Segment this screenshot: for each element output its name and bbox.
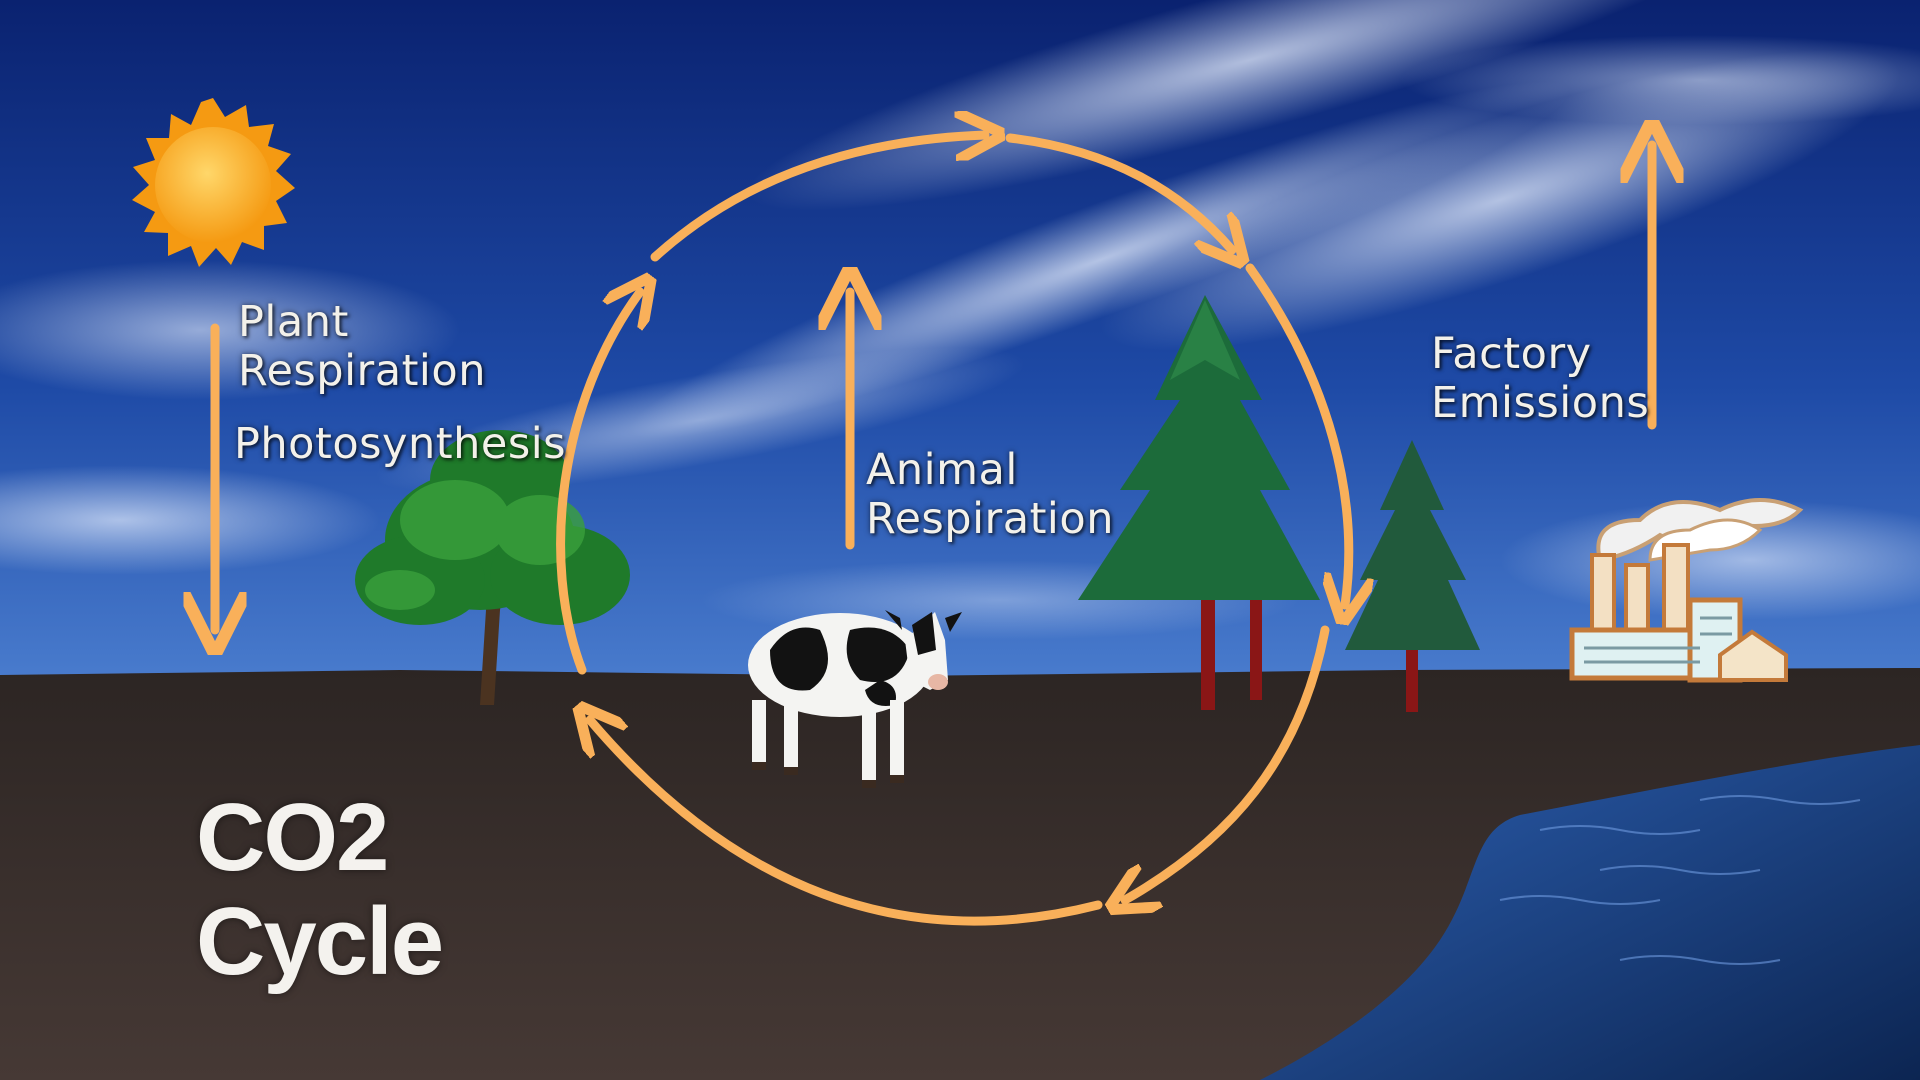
factory-icon [1569,498,1804,683]
animal-respiration-line1: Animal [866,445,1018,495]
photosynthesis-label: Photosynthesis [234,419,567,469]
process-arrows [215,145,1652,630]
cycle-arrow-bottom-right [1125,625,1330,900]
diagram-title: CO2 Cycle [196,784,444,995]
factory-emissions-line1: Factory [1431,329,1592,379]
animal-respiration-line2: Respiration [866,494,1114,544]
title-line2: Cycle [196,888,444,995]
factory-emissions-label: Factory Emissions [1431,330,1649,428]
cycle-arrow-top-left [650,135,985,262]
plant-respiration-label: Plant Respiration [238,298,486,396]
water-ripples [1499,795,1861,965]
sun-icon [132,98,295,267]
cycle-arrow-bottom-left [590,720,1103,926]
cow-icon [748,610,962,788]
pine-tree-icon [1078,295,1320,710]
cycle-arrows [556,133,1349,926]
cycle-arrow-top-right [1005,133,1232,250]
deciduous-tree-icon [355,430,630,705]
cycle-arrow-left [556,292,640,675]
water [1260,745,1920,1080]
plant-respiration-line1: Plant [238,297,349,347]
title-line1: CO2 [196,784,389,891]
cycle-arrow-right [1245,263,1349,605]
animal-respiration-label: Animal Respiration [866,446,1114,544]
factory-emissions-line2: Emissions [1431,378,1650,428]
plant-respiration-line2: Respiration [238,346,486,396]
pine-tree-icon [1345,440,1480,712]
